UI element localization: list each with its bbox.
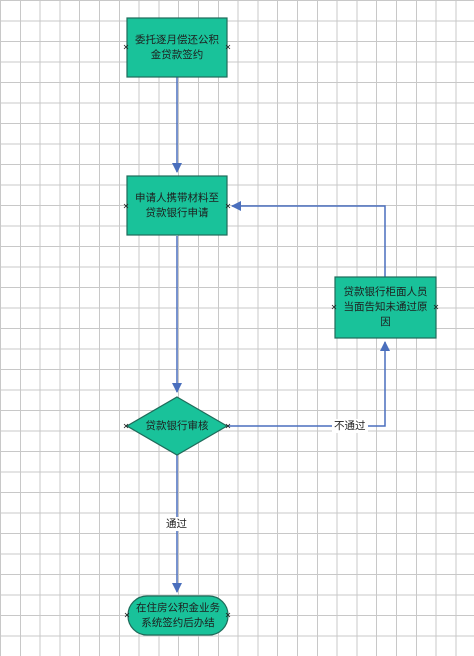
edge-label-pass: 通过	[164, 517, 189, 531]
connection-points	[123, 44, 439, 618]
node-entrust-box[interactable]	[126, 17, 228, 78]
node-review-diamond[interactable]	[125, 396, 229, 456]
node-finish-terminal[interactable]	[127, 595, 229, 636]
edge-label-fail: 不通过	[332, 419, 368, 433]
edge-review-to-notify	[227, 341, 390, 427]
node-apply-box[interactable]	[126, 175, 228, 236]
node-notify-box[interactable]	[334, 276, 437, 339]
edge-notify-to-apply	[231, 201, 386, 277]
